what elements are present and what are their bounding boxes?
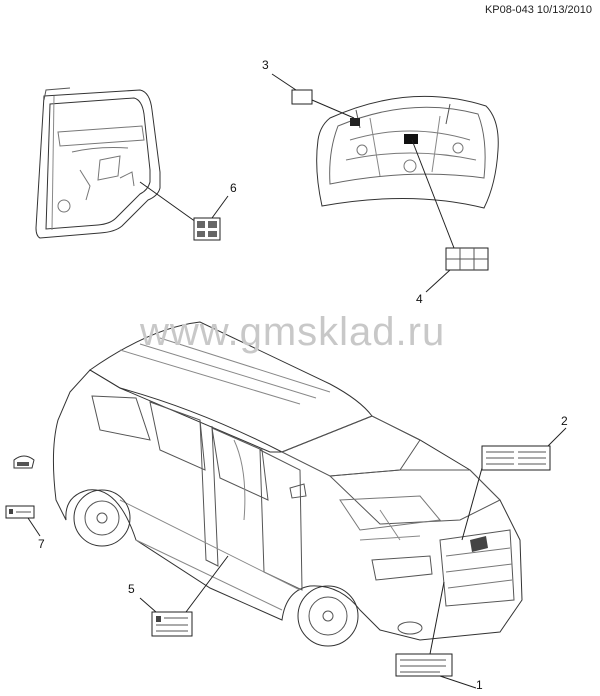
label-1-part (396, 582, 476, 688)
label-5-part (140, 556, 228, 636)
callout-6: 6 (230, 181, 237, 195)
callout-3: 3 (262, 58, 269, 72)
vehicle-illustration (53, 322, 522, 646)
callout-1: 1 (476, 678, 483, 692)
callout-2: 2 (561, 414, 568, 428)
label-2-part (462, 428, 566, 540)
label-6-part (140, 182, 228, 240)
label-3-part (272, 74, 354, 118)
document-id: KP08-043 10/13/2010 (484, 4, 592, 16)
label-7-part (6, 456, 40, 536)
label-4-part (412, 140, 488, 292)
hood-illustration (317, 96, 499, 208)
watermark: www.gmsklad.ru (140, 310, 446, 354)
callout-4: 4 (416, 292, 423, 306)
callout-5: 5 (128, 582, 135, 596)
callout-7: 7 (38, 537, 45, 551)
rear-door-illustration (36, 88, 160, 238)
